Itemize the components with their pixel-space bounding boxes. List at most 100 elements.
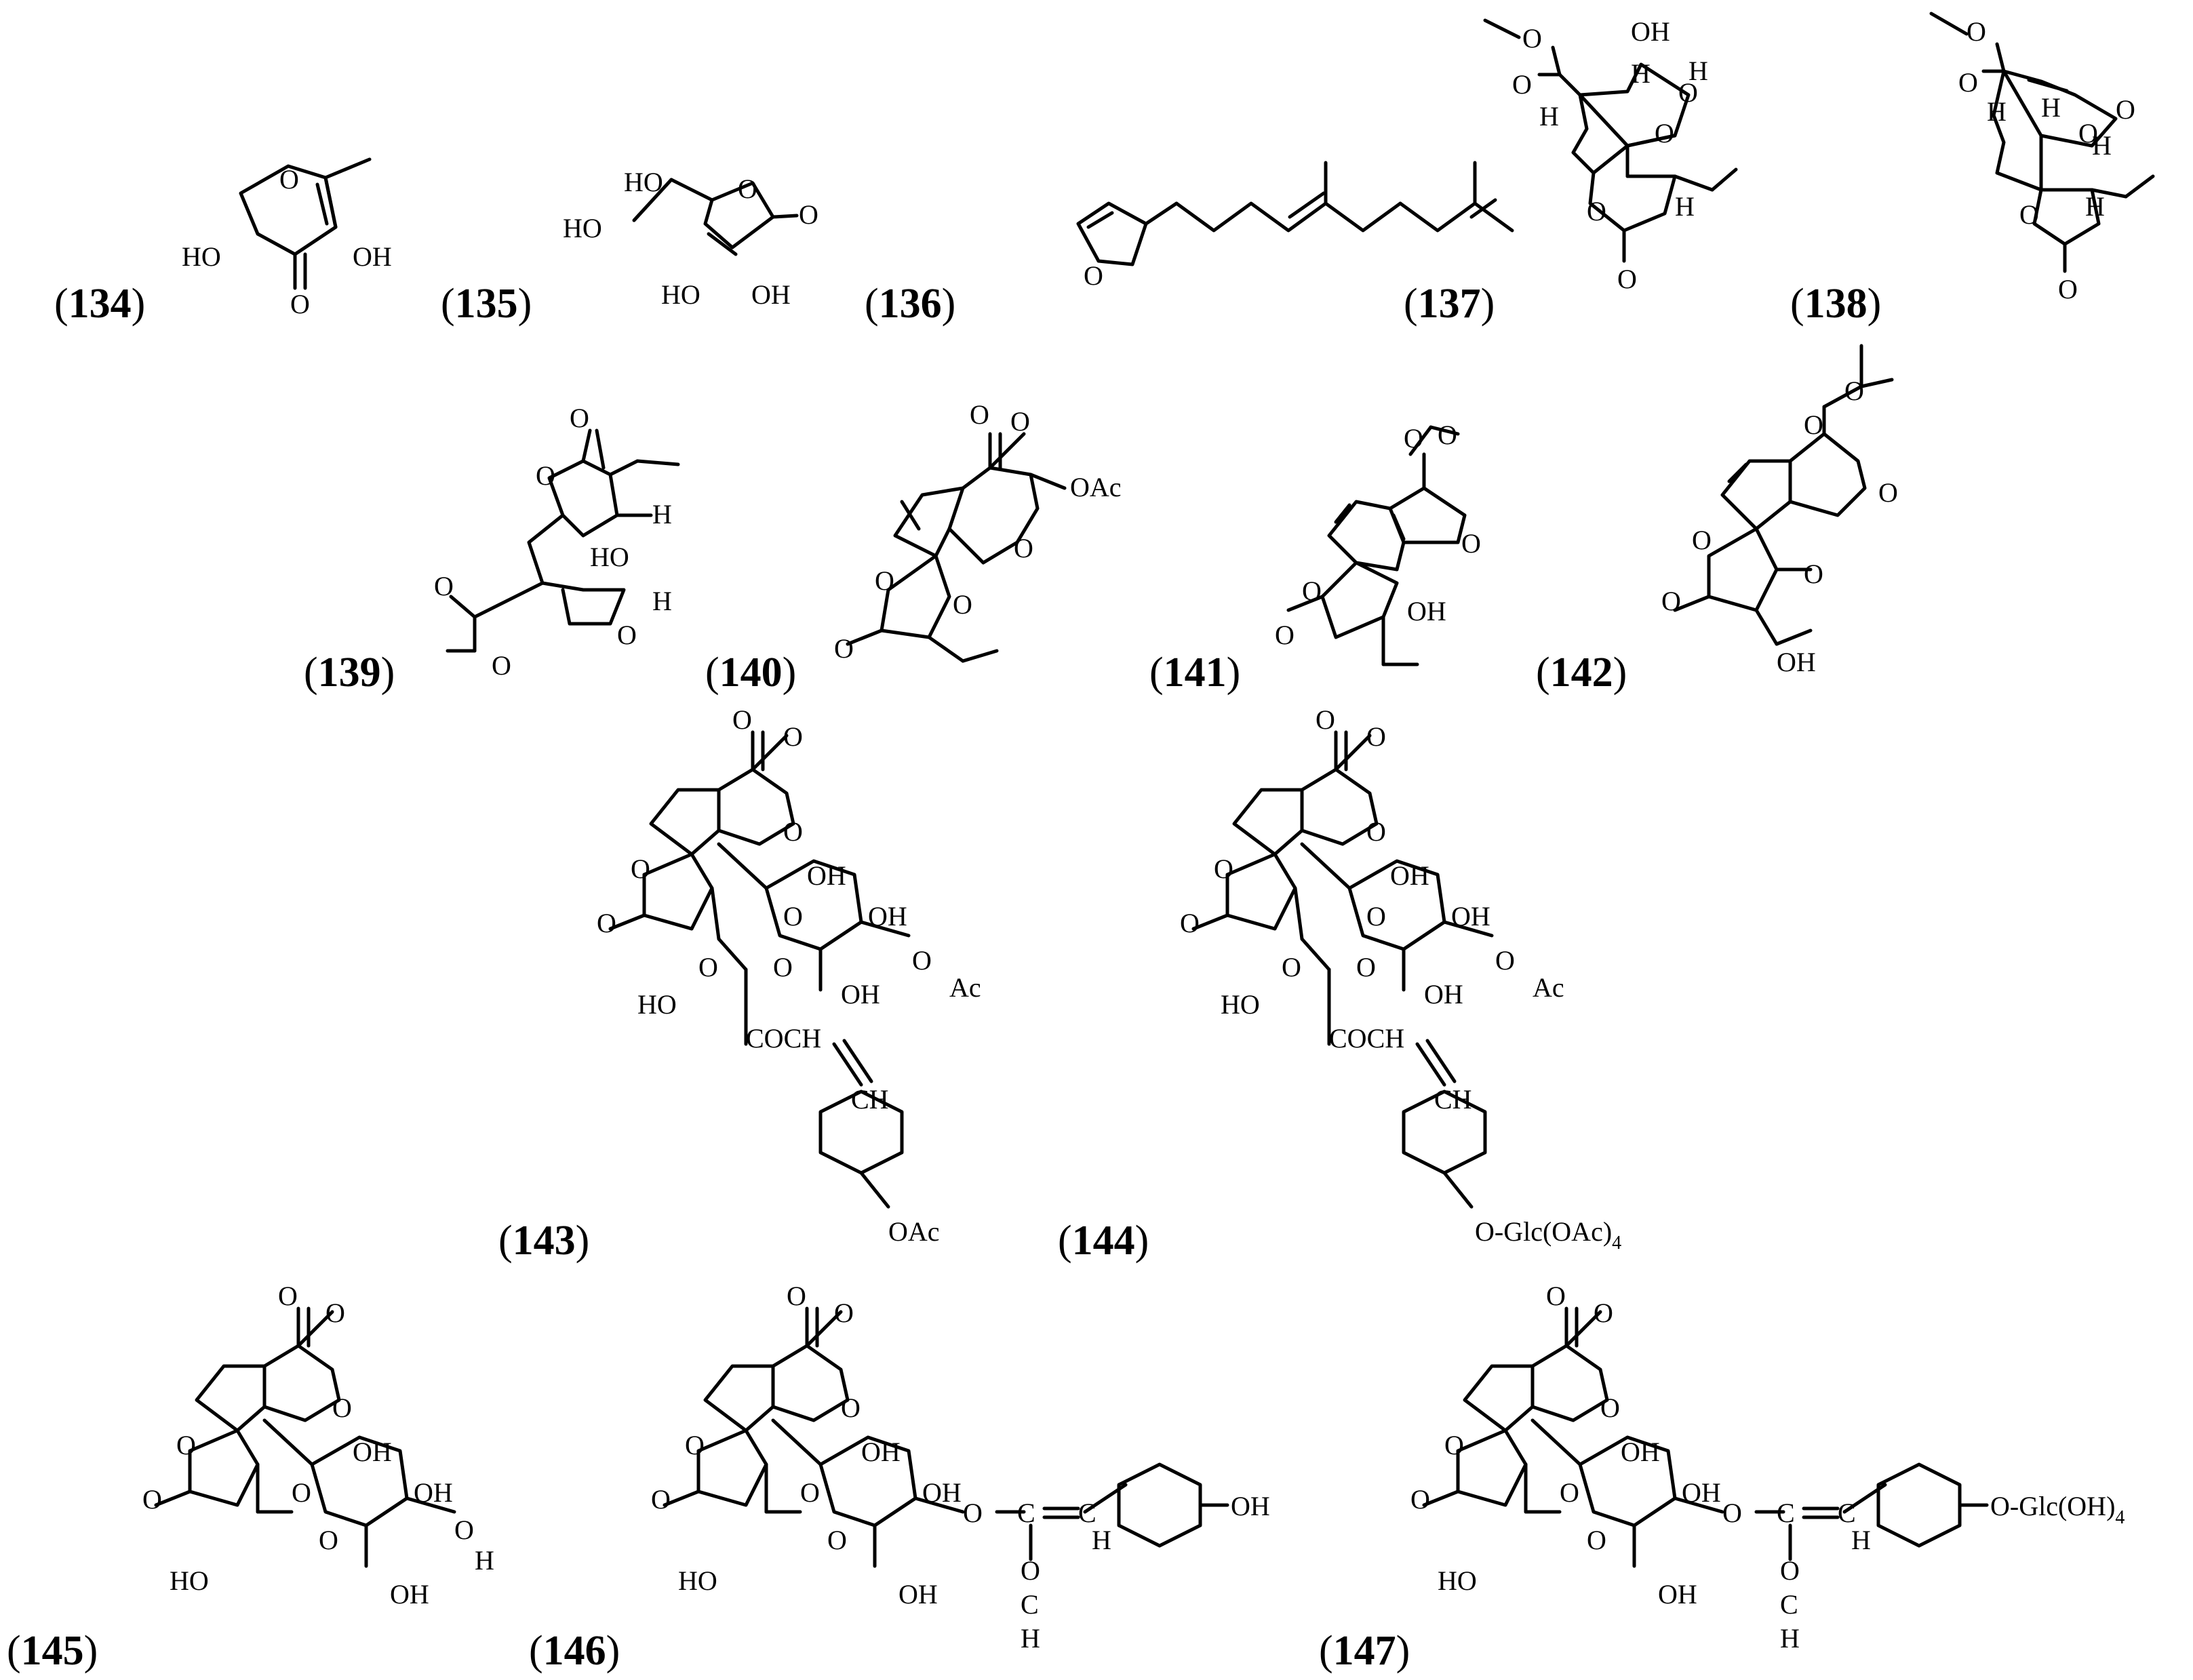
structure-147: O O O O O OH OH O C C H O C H O-Glc(OH)4… <box>1319 1281 2125 1674</box>
atom-label: O <box>827 1525 847 1555</box>
atom-label: H <box>1675 191 1695 222</box>
atom-label: COCH <box>746 1023 821 1054</box>
structure-143: O O O O O OH OH O Ac O O OH HO O COCH CH… <box>498 704 981 1264</box>
structure-139: O O H HO H O O O (139) <box>304 403 680 696</box>
atom-label: O <box>1010 406 1030 437</box>
atom-label: OH <box>807 860 846 891</box>
atom-label: O <box>1844 376 1864 406</box>
atom-label: H <box>1539 101 1559 132</box>
atom-label: O <box>1282 952 1301 982</box>
atom-label: O <box>2078 118 2098 148</box>
atom-label: H <box>1851 1525 1871 1555</box>
atom-label: C <box>1078 1498 1096 1528</box>
atom-label: O <box>617 620 637 650</box>
compound-number-136: (136) <box>865 281 955 327</box>
atom-label: OH <box>414 1477 453 1508</box>
atom-label: OH <box>1658 1579 1697 1609</box>
atom-label: O <box>1404 423 1423 454</box>
atom-label: OH <box>751 279 791 310</box>
structure-140: O O OAc O O O O (140) <box>705 399 1122 696</box>
atom-label: Ac <box>1533 972 1564 1003</box>
atom-label: O <box>875 565 894 596</box>
atom-label: O <box>800 1477 820 1508</box>
structure-146: O O O O O OH OH O C C H O C H OH O O OH … <box>529 1281 1270 1674</box>
atom-label: O <box>434 571 454 601</box>
atom-label: O <box>2058 274 2078 304</box>
atom-label: O <box>1356 952 1376 982</box>
compound-number-135: (135) <box>441 281 532 327</box>
atom-label: O <box>834 633 854 664</box>
atom-label: HO <box>624 167 663 197</box>
structure-145: O O O O O OH OH O H O O OH HO (145) <box>7 1281 494 1674</box>
atom-label: O <box>1780 1555 1800 1586</box>
atom-label: H <box>1631 58 1651 89</box>
atom-label: O <box>783 816 803 847</box>
atom-label: COCH <box>1329 1023 1404 1054</box>
structure-135: O O HO HO HO OH (135) <box>441 167 818 327</box>
atom-label: O <box>1275 620 1295 650</box>
atom-label: O <box>1587 196 1606 226</box>
atom-label: H <box>1688 56 1708 86</box>
atom-label: H <box>1021 1623 1040 1654</box>
structure-137: O O OH O H H H O O H O (137) <box>1404 16 1738 327</box>
atom-label: C <box>1021 1589 1039 1620</box>
atom-label: O <box>738 174 757 204</box>
atom-label: H <box>652 586 672 616</box>
atom-label: H <box>2092 130 2112 161</box>
compound-number-137: (137) <box>1404 281 1495 327</box>
atom-label: OH <box>1682 1477 1721 1508</box>
atom-label: OH <box>1424 979 1463 1009</box>
atom-label: O <box>963 1498 983 1528</box>
structure-136: O (136) <box>865 161 1514 327</box>
atom-label: O-Glc(OAc)4 <box>1475 1216 1621 1254</box>
atom-label: O <box>1366 816 1386 847</box>
atom-label: O <box>597 908 616 938</box>
structure-134: O HO OH O (134) <box>54 157 392 327</box>
atom-label: OH <box>1631 16 1670 47</box>
atom-label: OH <box>1777 647 1816 677</box>
atom-label: H <box>1987 96 2007 127</box>
atom-label: O <box>1316 704 1335 735</box>
atom-label: O <box>2019 199 2039 230</box>
atom-label: OH <box>353 241 392 272</box>
atom-label: O <box>1958 67 1978 98</box>
atom-label: H <box>2041 92 2061 123</box>
atom-label: O <box>2116 94 2135 125</box>
atom-label: O <box>1522 23 1542 54</box>
atom-label: O <box>1655 118 1674 148</box>
atom-label: O <box>1444 1430 1464 1460</box>
atom-label: O <box>912 945 932 976</box>
atom-label: CH <box>851 1084 889 1115</box>
atom-label: O <box>290 289 310 319</box>
atom-label: O <box>1878 477 1898 508</box>
atom-label: OH <box>841 979 880 1009</box>
compound-number-145: (145) <box>7 1628 98 1674</box>
atom-label: OH <box>861 1437 901 1467</box>
atom-label: O <box>1678 77 1698 108</box>
atom-label: O <box>570 403 589 433</box>
atom-label: O <box>783 721 803 752</box>
atom-label: O <box>841 1393 861 1423</box>
structure-141: O O O OH O O (141) <box>1149 420 1481 696</box>
compound-number-142: (142) <box>1536 649 1627 696</box>
atom-label: O <box>319 1525 338 1555</box>
atom-label: OH <box>868 901 907 932</box>
atom-label: O <box>176 1430 196 1460</box>
structure-142: O O O O O O OH (142) <box>1536 344 1898 696</box>
atom-label: O <box>732 704 752 735</box>
atom-label: C <box>1780 1589 1798 1620</box>
atom-label: H <box>1780 1623 1800 1654</box>
atom-label: H <box>652 499 672 529</box>
atom-label: O <box>1594 1298 1613 1328</box>
compound-number-144: (144) <box>1058 1218 1149 1264</box>
atom-label: O <box>1495 945 1515 976</box>
atom-label: O <box>1967 16 1986 47</box>
atom-label: O-Glc(OH)4 <box>1990 1491 2125 1528</box>
atom-label: O <box>536 460 555 491</box>
atom-label: H <box>2085 191 2105 222</box>
atom-label: O <box>332 1393 352 1423</box>
atom-label: O <box>1214 854 1233 884</box>
atom-label: O <box>783 901 803 932</box>
atom-label: O <box>1722 1498 1742 1528</box>
